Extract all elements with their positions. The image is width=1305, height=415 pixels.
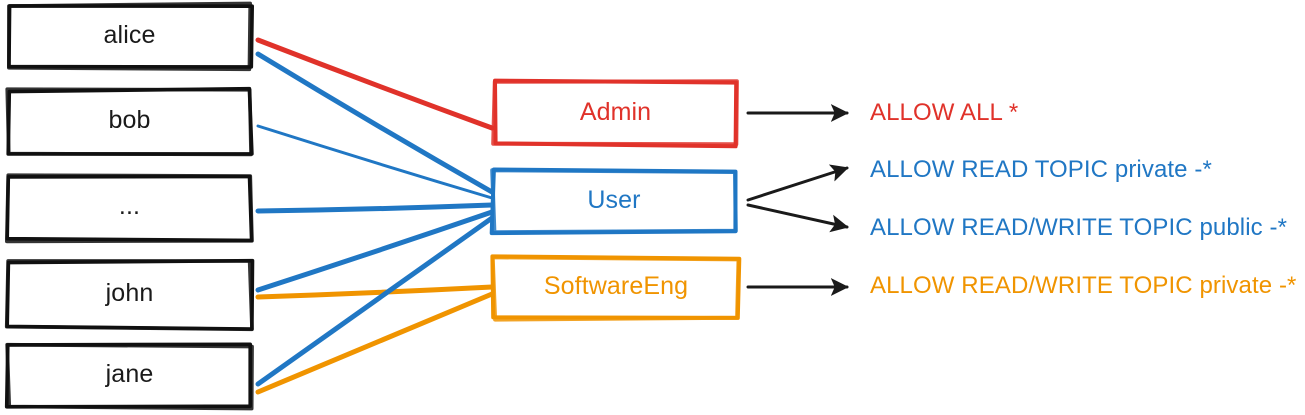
- permission-text-p3: ALLOW READ/WRITE TOPIC public -*: [870, 214, 1288, 241]
- link-john-to-software_eng[interactable]: [255, 284, 495, 300]
- permission-text-p2: ALLOW READ TOPIC private -*: [870, 156, 1212, 183]
- user-box-more[interactable]: [5, 173, 254, 244]
- user-box-jane[interactable]: [5, 342, 254, 411]
- user-box-alice[interactable]: [7, 1, 252, 72]
- permission-text-p1: ALLOW ALL *: [870, 99, 1019, 126]
- link-bob-to-user[interactable]: [256, 124, 494, 200]
- link-jane-to-user[interactable]: [255, 215, 495, 387]
- role-box-label-software_eng: SoftwareEng: [543, 272, 689, 300]
- link-alice-to-admin[interactable]: [255, 37, 495, 131]
- link-alice-to-user[interactable]: [255, 51, 495, 195]
- user-boxes: [4, 1, 255, 411]
- role-box-user[interactable]: [490, 168, 738, 235]
- link-jane-to-software_eng[interactable]: [255, 291, 495, 395]
- user-box-label-jane: jane: [105, 360, 154, 388]
- role-boxes-group: [489, 78, 742, 322]
- user-box-john[interactable]: [4, 259, 254, 332]
- role-box-label-user: User: [587, 185, 641, 214]
- permission-arrows: [746, 104, 849, 296]
- link-more-to-user[interactable]: [255, 202, 495, 214]
- user-box-label-more: ...: [118, 192, 141, 220]
- user-box-label-bob: bob: [108, 106, 151, 134]
- role-box-label-admin: Admin: [579, 97, 652, 126]
- user-box-label-john: john: [105, 279, 154, 307]
- permission-text-p4: ALLOW READ/WRITE TOPIC private -*: [870, 272, 1297, 299]
- user-box-bob[interactable]: [5, 87, 253, 157]
- role-assignment-links: [255, 37, 495, 395]
- role-box-admin[interactable]: [491, 79, 739, 147]
- link-john-to-user[interactable]: [255, 209, 495, 293]
- permission-arrow-p3[interactable]: [746, 203, 849, 233]
- permission-arrow-p2[interactable]: [746, 164, 849, 202]
- user-box-label-alice: alice: [103, 20, 156, 49]
- role-box-software_eng[interactable]: [490, 255, 741, 322]
